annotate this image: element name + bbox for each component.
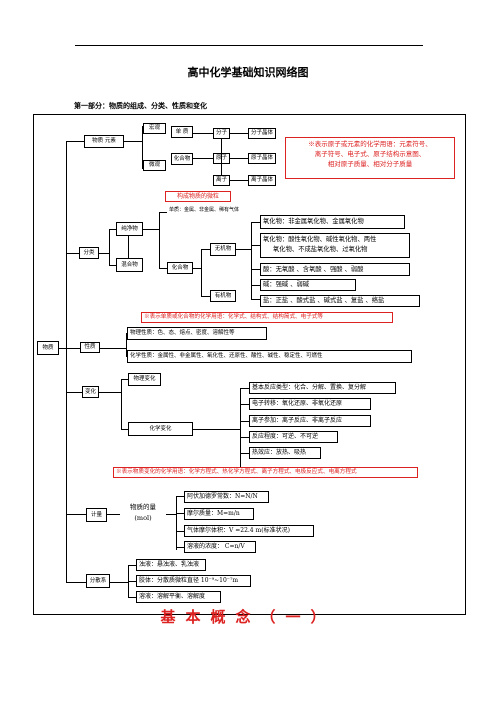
note-particles: 构成物质的微粒 bbox=[165, 191, 231, 202]
disp-solution: 溶液：溶解平衡、溶解度 bbox=[136, 591, 221, 603]
node-ion: 离子 bbox=[213, 175, 230, 186]
measure-avogadro: 阿伏加德罗常数：N=N/N bbox=[184, 491, 269, 503]
node-matter-element: 物质 元素 bbox=[84, 135, 124, 148]
node-element: 单质：金属、非金属、稀有气体 bbox=[167, 207, 239, 218]
node-measure: 计量 bbox=[86, 508, 107, 522]
change-ion: 离子参加：离子反应、非离子反应 bbox=[249, 415, 371, 427]
change-heat: 热效应：放热、吸热 bbox=[249, 447, 321, 459]
measure-gas-volume: 气体摩尔体积：V =22.4 m(标准状况) bbox=[184, 525, 314, 537]
note-formula-terms: ※表示单质或化合物的化学用语：化学式、结构式、结构简式、电子式等 bbox=[141, 312, 393, 323]
node-property: 性质 bbox=[80, 342, 100, 353]
change-electron: 电子转移：氧化还原、非氧化还原 bbox=[249, 398, 371, 410]
change-degree: 反应程度：可逆、不可逆 bbox=[249, 431, 338, 443]
section-subtitle: 第一部分：物质的组成、分类、性质和变化 bbox=[74, 102, 207, 110]
note-equation-terms: ※表示物质变化的化学用语：化学方程式、热化学方程式、离子方程式、电极反应式、电离… bbox=[113, 467, 418, 478]
change-physical: 物理变化 bbox=[128, 373, 161, 386]
footer-title: 基本概念（一） bbox=[160, 608, 336, 626]
item-oxide-2: 氧化物：酸性氧化物、碱性氧化物、两性 氧化物、不成盐氧化物、过氧化物 bbox=[260, 233, 410, 258]
disp-colloid: 胶体：分散质微粒直径 10⁻⁹~10⁻⁷m bbox=[136, 575, 251, 587]
prop-physical: 物理性质：色、态、熔点、密度、溶解性等 bbox=[127, 327, 267, 340]
item-acid: 酸：无氧酸 、含氧酸 、强酸 、弱酸 bbox=[260, 263, 410, 276]
change-basic-type: 基本反应类型：化合、分解、置换、复分解 bbox=[249, 382, 396, 394]
node-compound-class: 化合物 bbox=[167, 262, 193, 274]
node-compound: 化合物 bbox=[171, 153, 193, 165]
node-macro: 宏观 bbox=[143, 123, 166, 134]
prop-chemical: 化学性质：金属性、非金属性、氧化性、还原性、酸性、碱性、稳定性、可燃性 bbox=[127, 350, 412, 363]
measure-molar-mass: 摩尔质量：M=m/n bbox=[184, 508, 254, 520]
measure-concentration: 溶液的浓度： C=n/V bbox=[184, 541, 256, 553]
node-amount: 物质的量 (mol) bbox=[120, 502, 166, 528]
root-node: 物质 bbox=[37, 341, 59, 355]
disp-turbid: 浊液：悬浊液、乳浊液 bbox=[136, 559, 206, 571]
page-title: 高中化学基础知识网络图 bbox=[187, 66, 309, 79]
node-element-substance: 单 质 bbox=[171, 126, 193, 138]
node-micro: 微观 bbox=[143, 160, 166, 171]
node-dispersion: 分散系 bbox=[86, 574, 110, 588]
node-pure: 纯净物 bbox=[116, 222, 143, 236]
change-chemical: 化学变化 bbox=[128, 422, 193, 436]
node-change: 变化 bbox=[82, 386, 99, 398]
item-salt: 盐：正盐 、酸式盐 、碱式盐 、复盐 、络盐 bbox=[260, 295, 420, 307]
note-atom-terms: ※表示原子或元素的化学用语：元素符号、 离子符号、电子式、原子结构示意图、 相对… bbox=[285, 137, 455, 179]
node-inorganic: 无机物 bbox=[210, 243, 236, 256]
crystal-molecular: 分子晶体 bbox=[248, 128, 276, 139]
node-mixture: 混合物 bbox=[116, 258, 143, 272]
node-molecule: 分子 bbox=[213, 128, 230, 139]
node-classify: 分类 bbox=[79, 247, 99, 259]
crystal-atomic: 原子晶体 bbox=[248, 153, 276, 164]
top-rule bbox=[75, 45, 423, 46]
item-base: 碱：强碱 、弱碱 bbox=[260, 279, 356, 291]
diagram-frame bbox=[33, 114, 466, 615]
node-organic: 有机物 bbox=[210, 290, 236, 302]
item-oxide-1: 氧化物：非金属氧化物、金属氧化物 bbox=[260, 215, 405, 229]
crystal-ionic: 离子晶体 bbox=[248, 175, 276, 186]
